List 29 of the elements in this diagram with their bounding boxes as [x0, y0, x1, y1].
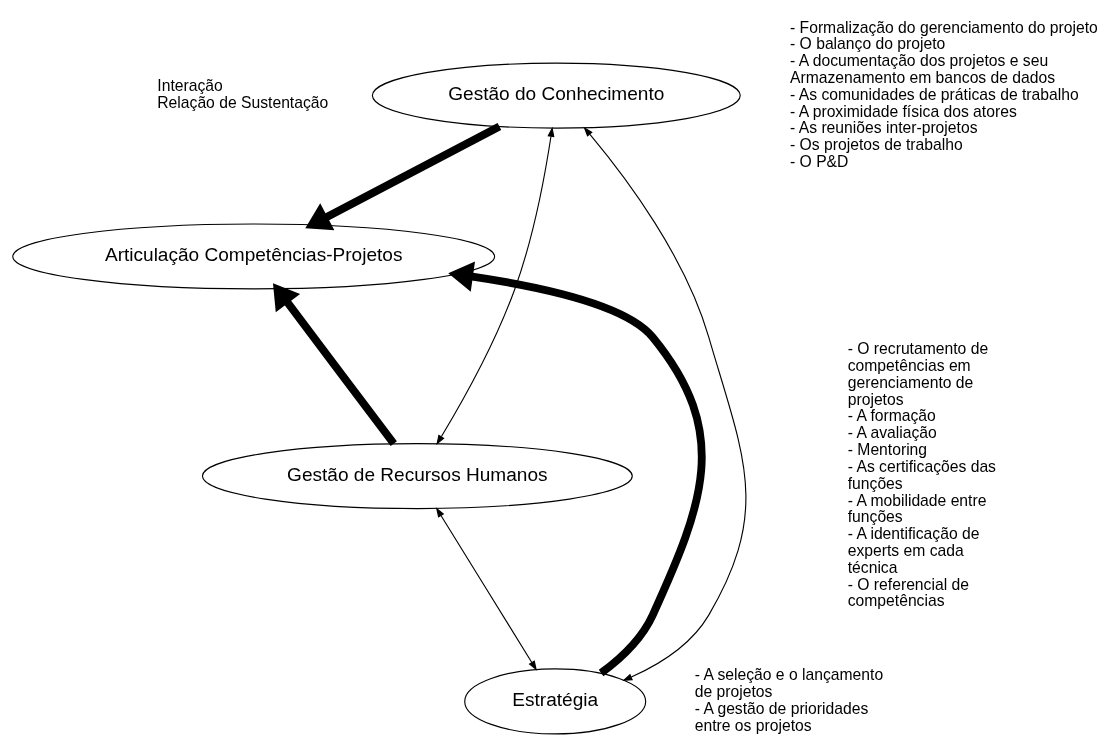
- node-label: - Mentoring: [847, 441, 928, 459]
- arrow: [436, 126, 555, 446]
- node-label: - O P&D: [790, 153, 849, 171]
- node-label: - O recrutamento de competências em gerenciamento de projetos: [847, 340, 989, 408]
- node-label: - O balanço do projeto: [790, 35, 946, 53]
- legend-label: Relação de Sustentação: [157, 94, 329, 112]
- arrow: [583, 126, 747, 681]
- legend-label: Interação: [157, 77, 223, 95]
- arrow: [448, 261, 706, 677]
- node-label: - A proximidade física dos atores: [790, 102, 1017, 120]
- arrow: [305, 123, 502, 231]
- arrow: [435, 507, 537, 671]
- node-ellipse: Gestão do Conhecimento: [371, 62, 741, 129]
- node-label: - As certificações das funções: [847, 457, 996, 492]
- node-label: - A seleção e o lançamento de projetos: [694, 666, 884, 701]
- node-label: - O referencial de competências: [847, 575, 969, 610]
- arrow: [272, 283, 397, 447]
- node-label: - As reuniões inter-projetos: [790, 119, 978, 137]
- node-label: - A avaliação: [847, 424, 937, 442]
- node-label: - A formação: [847, 407, 936, 425]
- node-ellipse: Gestão de Recursos Humanos: [201, 443, 633, 510]
- node-label: - A identificação de experts em cada técnica: [847, 525, 980, 576]
- node-label: - A gestão de prioridades entre os projetos: [694, 699, 869, 734]
- node-ellipse: Estratégia: [464, 668, 647, 735]
- node-label: - Formalização do gerenciamento do projeto: [790, 18, 1098, 36]
- node-label: - As comunidades de práticas de trabalho: [790, 85, 1079, 103]
- node-label: - A mobilidade entre funções: [847, 491, 987, 526]
- node-label: - Os projetos de trabalho: [790, 136, 963, 154]
- node-label: - A documentação dos projetos e seu Armazenamento em bancos de dados: [790, 52, 1056, 86]
